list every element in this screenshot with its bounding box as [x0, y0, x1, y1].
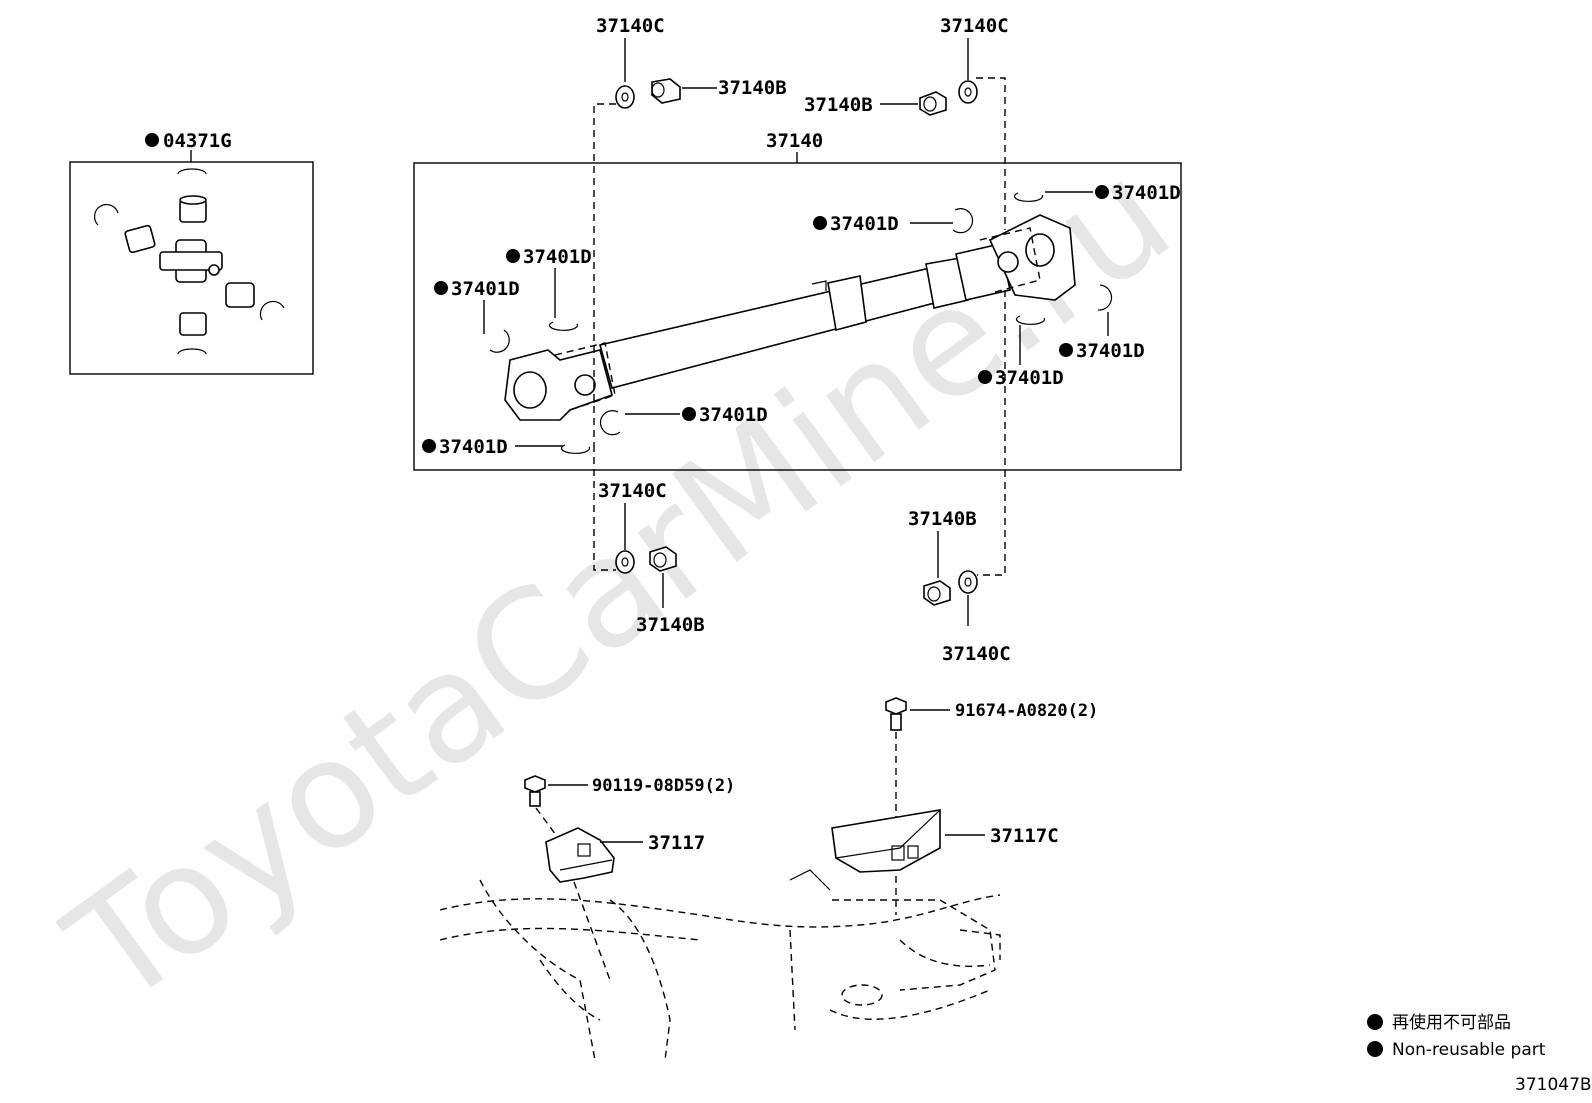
- bracket-icon: [545, 827, 615, 883]
- vehicle-frame-outline: [439, 869, 1001, 1061]
- part-label-04371G[interactable]: 04371G: [163, 130, 232, 152]
- washer-icon: [615, 550, 635, 574]
- part-label-37401D[interactable]: 37401D: [995, 367, 1064, 389]
- washer-icon: [615, 85, 635, 109]
- propeller-shaft-icon: [504, 214, 1076, 421]
- part-label-37140B[interactable]: 37140B: [718, 77, 787, 99]
- part-label-37140B[interactable]: 37140B: [908, 508, 977, 530]
- non-reusable-marker: [506, 249, 520, 263]
- legend-marker-jp: [1367, 1014, 1383, 1030]
- non-reusable-marker: [1095, 185, 1109, 199]
- non-reusable-marker: [978, 370, 992, 384]
- part-label-90119-08D59[interactable]: 90119-08D59(2): [592, 776, 735, 796]
- part-label-37117C[interactable]: 37117C: [990, 825, 1059, 847]
- washer-icon: [958, 80, 978, 104]
- non-reusable-marker: [145, 133, 159, 147]
- snap-ring-group: [489, 192, 1113, 454]
- part-label-37140[interactable]: 37140: [766, 130, 823, 152]
- part-label-91674-A0820[interactable]: 91674-A0820(2): [955, 701, 1098, 721]
- washer-icon: [958, 570, 978, 594]
- legend-english: Non-reusable part: [1392, 1040, 1546, 1060]
- non-reusable-marker: [422, 439, 436, 453]
- part-label-37140C[interactable]: 37140C: [942, 643, 1011, 665]
- diagram-reference-code: 371047B: [1515, 1075, 1592, 1095]
- bolt-icon: [524, 775, 546, 807]
- heat-insulator-icon: [831, 809, 941, 873]
- part-label-37140B[interactable]: 37140B: [804, 94, 873, 116]
- non-reusable-marker: [434, 281, 448, 295]
- part-label-37140C[interactable]: 37140C: [598, 480, 667, 502]
- part-label-37401D[interactable]: 37401D: [1076, 340, 1145, 362]
- universal-joint-spider-icon: [94, 168, 285, 355]
- non-reusable-marker: [1059, 343, 1073, 357]
- part-label-37401D[interactable]: 37401D: [439, 436, 508, 458]
- part-label-37140C[interactable]: 37140C: [940, 15, 1009, 37]
- part-label-37401D[interactable]: 37401D: [830, 213, 899, 235]
- part-label-37140C[interactable]: 37140C: [596, 15, 665, 37]
- part-label-37401D[interactable]: 37401D: [523, 246, 592, 268]
- assembly-box-37140: [413, 162, 1182, 471]
- bolt-icon: [885, 697, 907, 731]
- part-label-37117[interactable]: 37117: [648, 832, 705, 854]
- part-label-37401D[interactable]: 37401D: [451, 278, 520, 300]
- nut-icon: [651, 78, 681, 104]
- part-label-37140B[interactable]: 37140B: [636, 614, 705, 636]
- legend-marker-en: [1367, 1041, 1383, 1057]
- part-label-37401D[interactable]: 37401D: [1112, 182, 1181, 204]
- part-label-37401D[interactable]: 37401D: [699, 404, 768, 426]
- legend-japanese: 再使用不可部品: [1392, 1012, 1511, 1033]
- non-reusable-marker: [682, 407, 696, 421]
- non-reusable-marker: [813, 216, 827, 230]
